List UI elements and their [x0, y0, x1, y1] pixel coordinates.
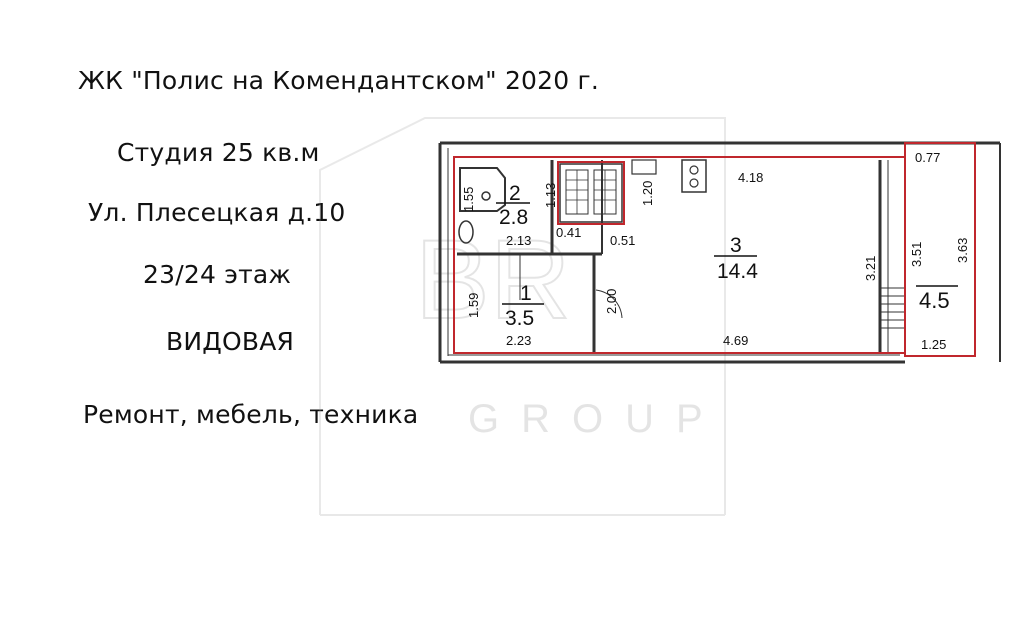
address: Ул. Плесецкая д.10 — [88, 198, 346, 227]
dim-3-63: 3.63 — [955, 238, 970, 263]
view-label: ВИДОВАЯ — [166, 327, 295, 356]
watermark-word: GROUP — [468, 397, 725, 441]
dim-2-00: 2.00 — [604, 289, 619, 314]
dim-0-41: 0.41 — [556, 225, 581, 240]
dim-3-51: 3.51 — [909, 242, 924, 267]
dim-4-18: 4.18 — [738, 170, 763, 185]
dim-2-23: 2.23 — [506, 333, 531, 348]
room-1-area: 3.5 — [505, 307, 534, 330]
apartment-type: Студия 25 кв.м — [117, 138, 320, 167]
room-labels: 2 2.8 3 14.4 1 3.5 4.5 — [496, 182, 958, 330]
loggia-outline — [904, 142, 976, 357]
dim-1-59: 1.59 — [466, 293, 481, 318]
dim-1-20: 1.20 — [640, 181, 655, 206]
room-2-number: 2 — [509, 182, 521, 205]
dim-1-55: 1.55 — [461, 187, 476, 212]
room-3-area: 14.4 — [717, 260, 758, 283]
shaft-outline — [557, 161, 625, 225]
dim-3-21: 3.21 — [863, 256, 878, 281]
dimension-labels: 4.18 0.77 1.55 1.13 1.20 2.13 0.41 0.51 … — [461, 150, 970, 352]
room-2-area: 2.8 — [499, 206, 528, 229]
watermark-frame — [319, 117, 726, 515]
dim-0-51: 0.51 — [610, 233, 635, 248]
room-1-number: 1 — [520, 282, 532, 305]
dim-0-77: 0.77 — [915, 150, 940, 165]
dim-2-13: 2.13 — [506, 233, 531, 248]
dim-4-69: 4.69 — [723, 333, 748, 348]
loggia-area: 4.5 — [919, 288, 950, 313]
room-outlines — [453, 142, 976, 357]
watermark-letters: BR — [415, 217, 571, 342]
features-label: Ремонт, мебель, техника — [83, 400, 419, 429]
dim-1-25: 1.25 — [921, 337, 946, 352]
dim-1-13: 1.13 — [543, 183, 558, 208]
complex-title: ЖК "Полис на Комендантском" 2020 г. — [78, 66, 599, 95]
floor-info: 23/24 этаж — [143, 260, 292, 289]
room-3-number: 3 — [730, 234, 742, 257]
